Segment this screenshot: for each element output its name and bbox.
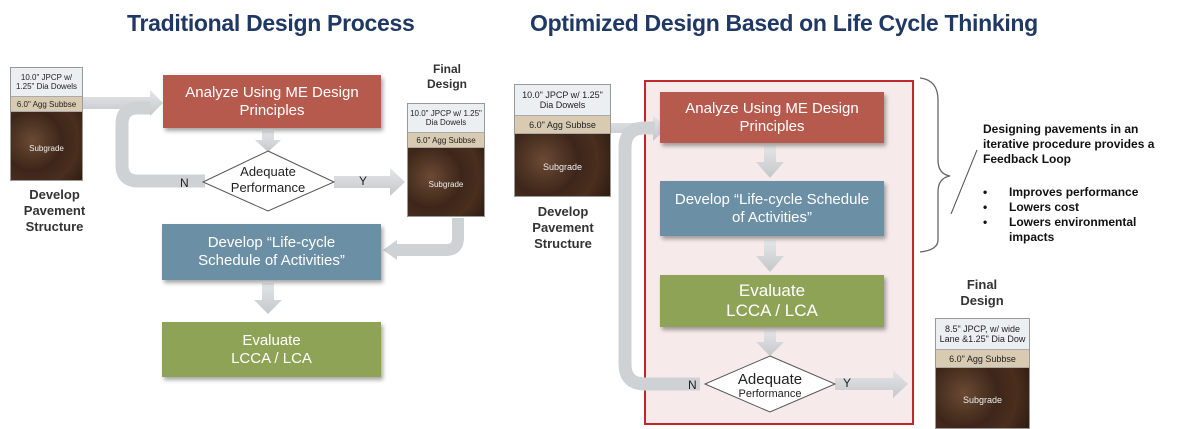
subgrade-layer: Subgrade	[515, 134, 610, 196]
decision-line2: Performance	[738, 388, 802, 400]
left-title: Traditional Design Process	[127, 10, 415, 36]
yes-label-right: Y	[843, 376, 852, 390]
decision-diamond-right	[703, 355, 837, 413]
lcca-lca-label: LCCA / LCA	[726, 301, 818, 320]
benefit-item: Lowers environmental impacts	[983, 215, 1178, 245]
arrow-final-to-schedule	[395, 218, 464, 256]
schedule-box-right: Develop “Life-cycle Schedule of Activiti…	[660, 181, 884, 236]
evaluate-label: Evaluate	[738, 280, 806, 300]
arrow-schedule-to-evaluate	[254, 283, 282, 314]
final-design-title-right: Final Design	[960, 277, 1004, 308]
subgrade-layer: Subgrade	[11, 112, 82, 180]
evaluate-box-left: Evaluate LCCA / LCA	[162, 322, 381, 377]
subbase-layer: 6.0" Agg Subbse	[936, 350, 1029, 368]
arrow-evaluate-to-decision	[756, 330, 784, 356]
jpcp-layer: 10.0" JPCP w/ 1.25" Dia Dowels	[515, 85, 610, 116]
no-label-left: N	[180, 176, 189, 190]
jpcp-layer: 10.0" JPCP w/ 1.25" Dia Dowels	[408, 104, 484, 133]
decision-diamond-left	[201, 150, 336, 212]
benefit-item: Improves performance	[983, 185, 1178, 200]
subbase-layer: 6.0" Agg Subbse	[408, 133, 484, 148]
subbase-layer: 6.0" Agg Subbse	[515, 116, 610, 134]
arrow-analyze-to-schedule	[756, 145, 784, 178]
jpcp-layer: 8.5" JPCP, w/ wide Lane &1.25" Dia Dow	[936, 319, 1029, 350]
develop-structure-caption-left: Develop Pavement Structure	[23, 187, 86, 234]
subgrade-layer: Subgrade	[936, 368, 1029, 428]
benefit-item: Lowers cost	[983, 200, 1178, 215]
pavement-structure-final-right: 8.5" JPCP, w/ wide Lane &1.25" Dia Dow 6…	[935, 318, 1030, 429]
brace	[919, 77, 951, 253]
decision-label-left: Adequate Performance	[230, 164, 306, 195]
evaluate-box-right: Evaluate LCCA / LCA	[660, 275, 884, 327]
subgrade-layer: Subgrade	[408, 148, 484, 216]
arrow-schedule-to-evaluate-right	[756, 240, 784, 272]
arrow-analyze-to-decision	[255, 131, 281, 152]
arrow-yes-to-final	[334, 168, 405, 196]
arrow-structure-to-analyze	[83, 90, 163, 116]
benefits-list: Improves performance Lowers cost Lowers …	[983, 185, 1178, 245]
analyze-box-right: Analyze Using ME Design Principles	[660, 92, 884, 143]
decision-line1: Adequate	[737, 371, 803, 388]
no-label-right: N	[688, 378, 697, 392]
loop-arrow-left	[115, 101, 205, 188]
pavement-structure-initial-right: 10.0" JPCP w/ 1.25" Dia Dowels 6.0" Agg …	[514, 84, 611, 197]
yes-label-left: Y	[359, 174, 368, 188]
brace-connector-line	[950, 149, 978, 215]
decision-label-right: Adequate Performance	[715, 372, 825, 401]
feedback-loop-note: Designing pavements in an iterative proc…	[983, 122, 1155, 166]
jpcp-layer: 10.0" JPCP w/ 1.25" Dia Dowels	[11, 68, 82, 97]
right-title: Optimized Design Based on Life Cycle Thi…	[530, 10, 1038, 36]
develop-structure-caption-right: Develop Pavement Structure	[532, 204, 594, 251]
pavement-structure-initial-left: 10.0" JPCP w/ 1.25" Dia Dowels 6.0" Agg …	[10, 67, 83, 181]
schedule-box-left: Develop “Life-cycle Schedule of Activiti…	[162, 224, 381, 280]
final-design-title-left: Final Design	[426, 62, 467, 91]
feedback-loop-arrow	[618, 121, 700, 391]
pavement-structure-final-left: 10.0" JPCP w/ 1.25" Dia Dowels 6.0" Agg …	[407, 103, 485, 217]
subbase-layer: 6.0" Agg Subbse	[11, 97, 82, 112]
analyze-box-left: Analyze Using ME Design Principles	[163, 75, 381, 128]
arrow-yes-to-final-right	[835, 370, 908, 398]
